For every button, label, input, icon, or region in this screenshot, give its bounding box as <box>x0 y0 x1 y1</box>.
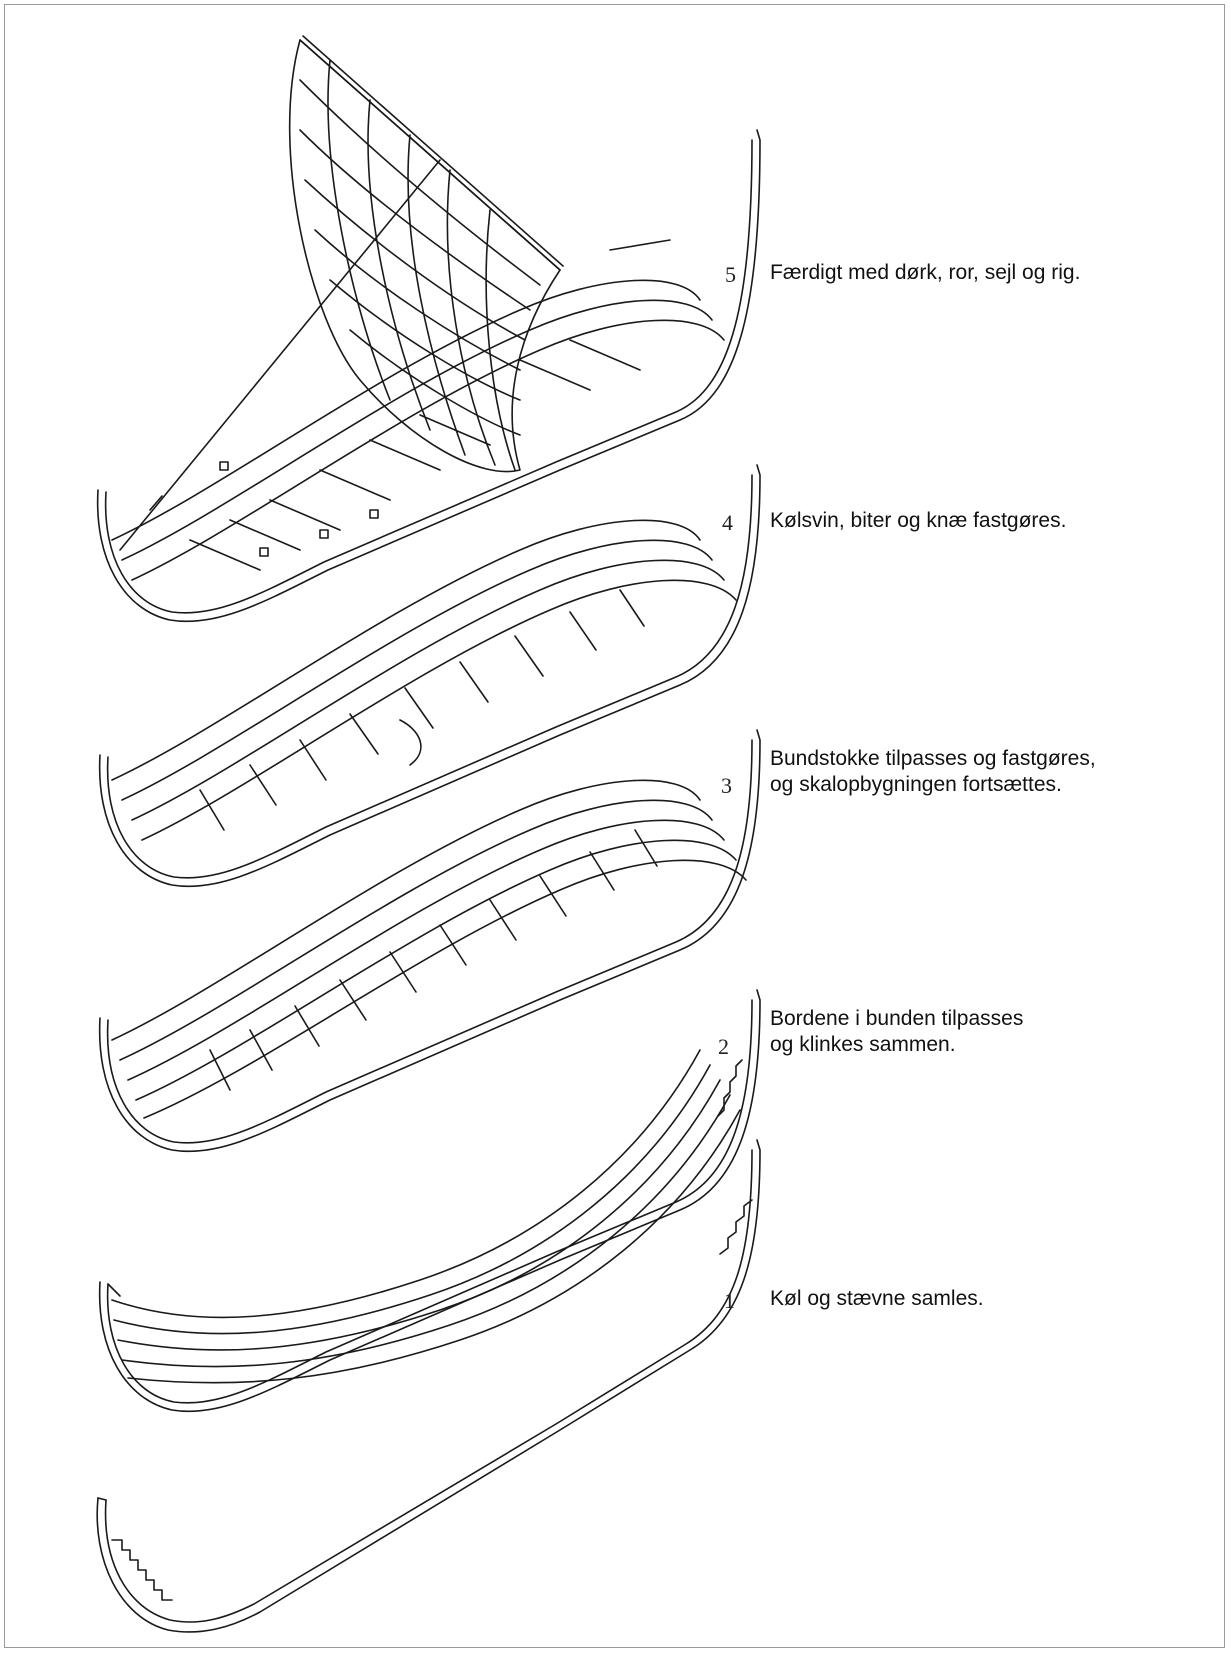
hull-stage-3 <box>100 465 760 886</box>
stage-caption-4-line-1: Kølsvin, biter og knæ fastgøres. <box>770 508 1066 534</box>
stage-caption-5-line-1: Færdigt med dørk, ror, sejl og rig. <box>770 260 1080 286</box>
stage-number-2: 2 <box>718 1034 729 1060</box>
stage-caption-2: Bordene i bunden tilpasses og klinkes sa… <box>770 1006 1023 1058</box>
stage-caption-4: Kølsvin, biter og knæ fastgøres. <box>770 508 1066 534</box>
hull-keel-and-stems <box>97 1140 760 1632</box>
stage-caption-1: Køl og stævne samles. <box>770 1286 984 1312</box>
stage-caption-5: Færdigt med dørk, ror, sejl og rig. <box>770 260 1080 286</box>
stage-caption-2-line-1: Bordene i bunden tilpasses <box>770 1006 1023 1032</box>
stage-number-4: 4 <box>722 510 733 536</box>
stage-caption-3-line-2: og skalopbygningen fortsættes. <box>770 772 1096 798</box>
stage-caption-3: Bundstokke tilpasses og fastgøres, og sk… <box>770 746 1096 798</box>
hull-stage-2 <box>100 730 760 1151</box>
hull-stage-5-finished <box>98 36 760 621</box>
stage-number-1: 1 <box>724 1288 735 1314</box>
stage-caption-3-line-1: Bundstokke tilpasses og fastgøres, <box>770 746 1096 772</box>
hull-stage-1 <box>100 990 760 1411</box>
stage-number-3: 3 <box>721 773 732 799</box>
stage-number-5: 5 <box>725 262 736 288</box>
stage-caption-2-line-2: og klinkes sammen. <box>770 1032 1023 1058</box>
stage-caption-1-line-1: Køl og stævne samles. <box>770 1286 984 1312</box>
